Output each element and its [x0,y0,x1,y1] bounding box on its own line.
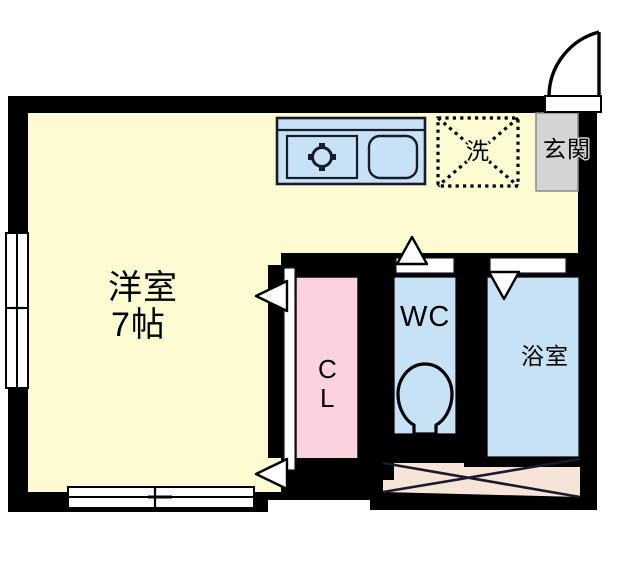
closet-label-c: C [318,354,337,384]
toilet-label: WC [400,301,451,333]
window-bottom [67,486,255,509]
entrance-fill [536,113,578,191]
door-markers [254,235,521,491]
toilet-icon [396,362,454,436]
entrance-label: 玄関 [543,136,591,162]
wc-door-marker-icon [395,235,429,266]
balcony-hatched-strip [382,457,581,499]
stove-burner-icon [308,143,336,171]
main-room-label: 洋室 [108,269,178,307]
windows [5,232,255,509]
bathroom-label: 浴室 [521,343,569,369]
closet-label-l: L [320,383,335,413]
bathroom-fill [487,277,579,457]
kitchen-counter [275,116,427,186]
stove-panel [285,134,359,180]
closet-fill [296,277,358,473]
sink-basin-icon [367,134,419,180]
bath-door-marker-icon [487,270,521,301]
main-room-size-label: 7帖 [111,306,166,344]
washing-machine-space [436,116,520,188]
window-left-lower [5,307,29,389]
closet-doorway [283,267,296,471]
washer-label: 洗 [466,138,490,164]
closet-door-marker-bottom-icon [254,457,289,491]
bath-doorway [489,257,567,274]
entrance-door-swing [544,30,602,113]
door-openings [283,257,567,471]
entrance-threshold [544,95,602,113]
window-left-upper [5,232,29,309]
closet-door-marker-top-icon [254,279,289,313]
